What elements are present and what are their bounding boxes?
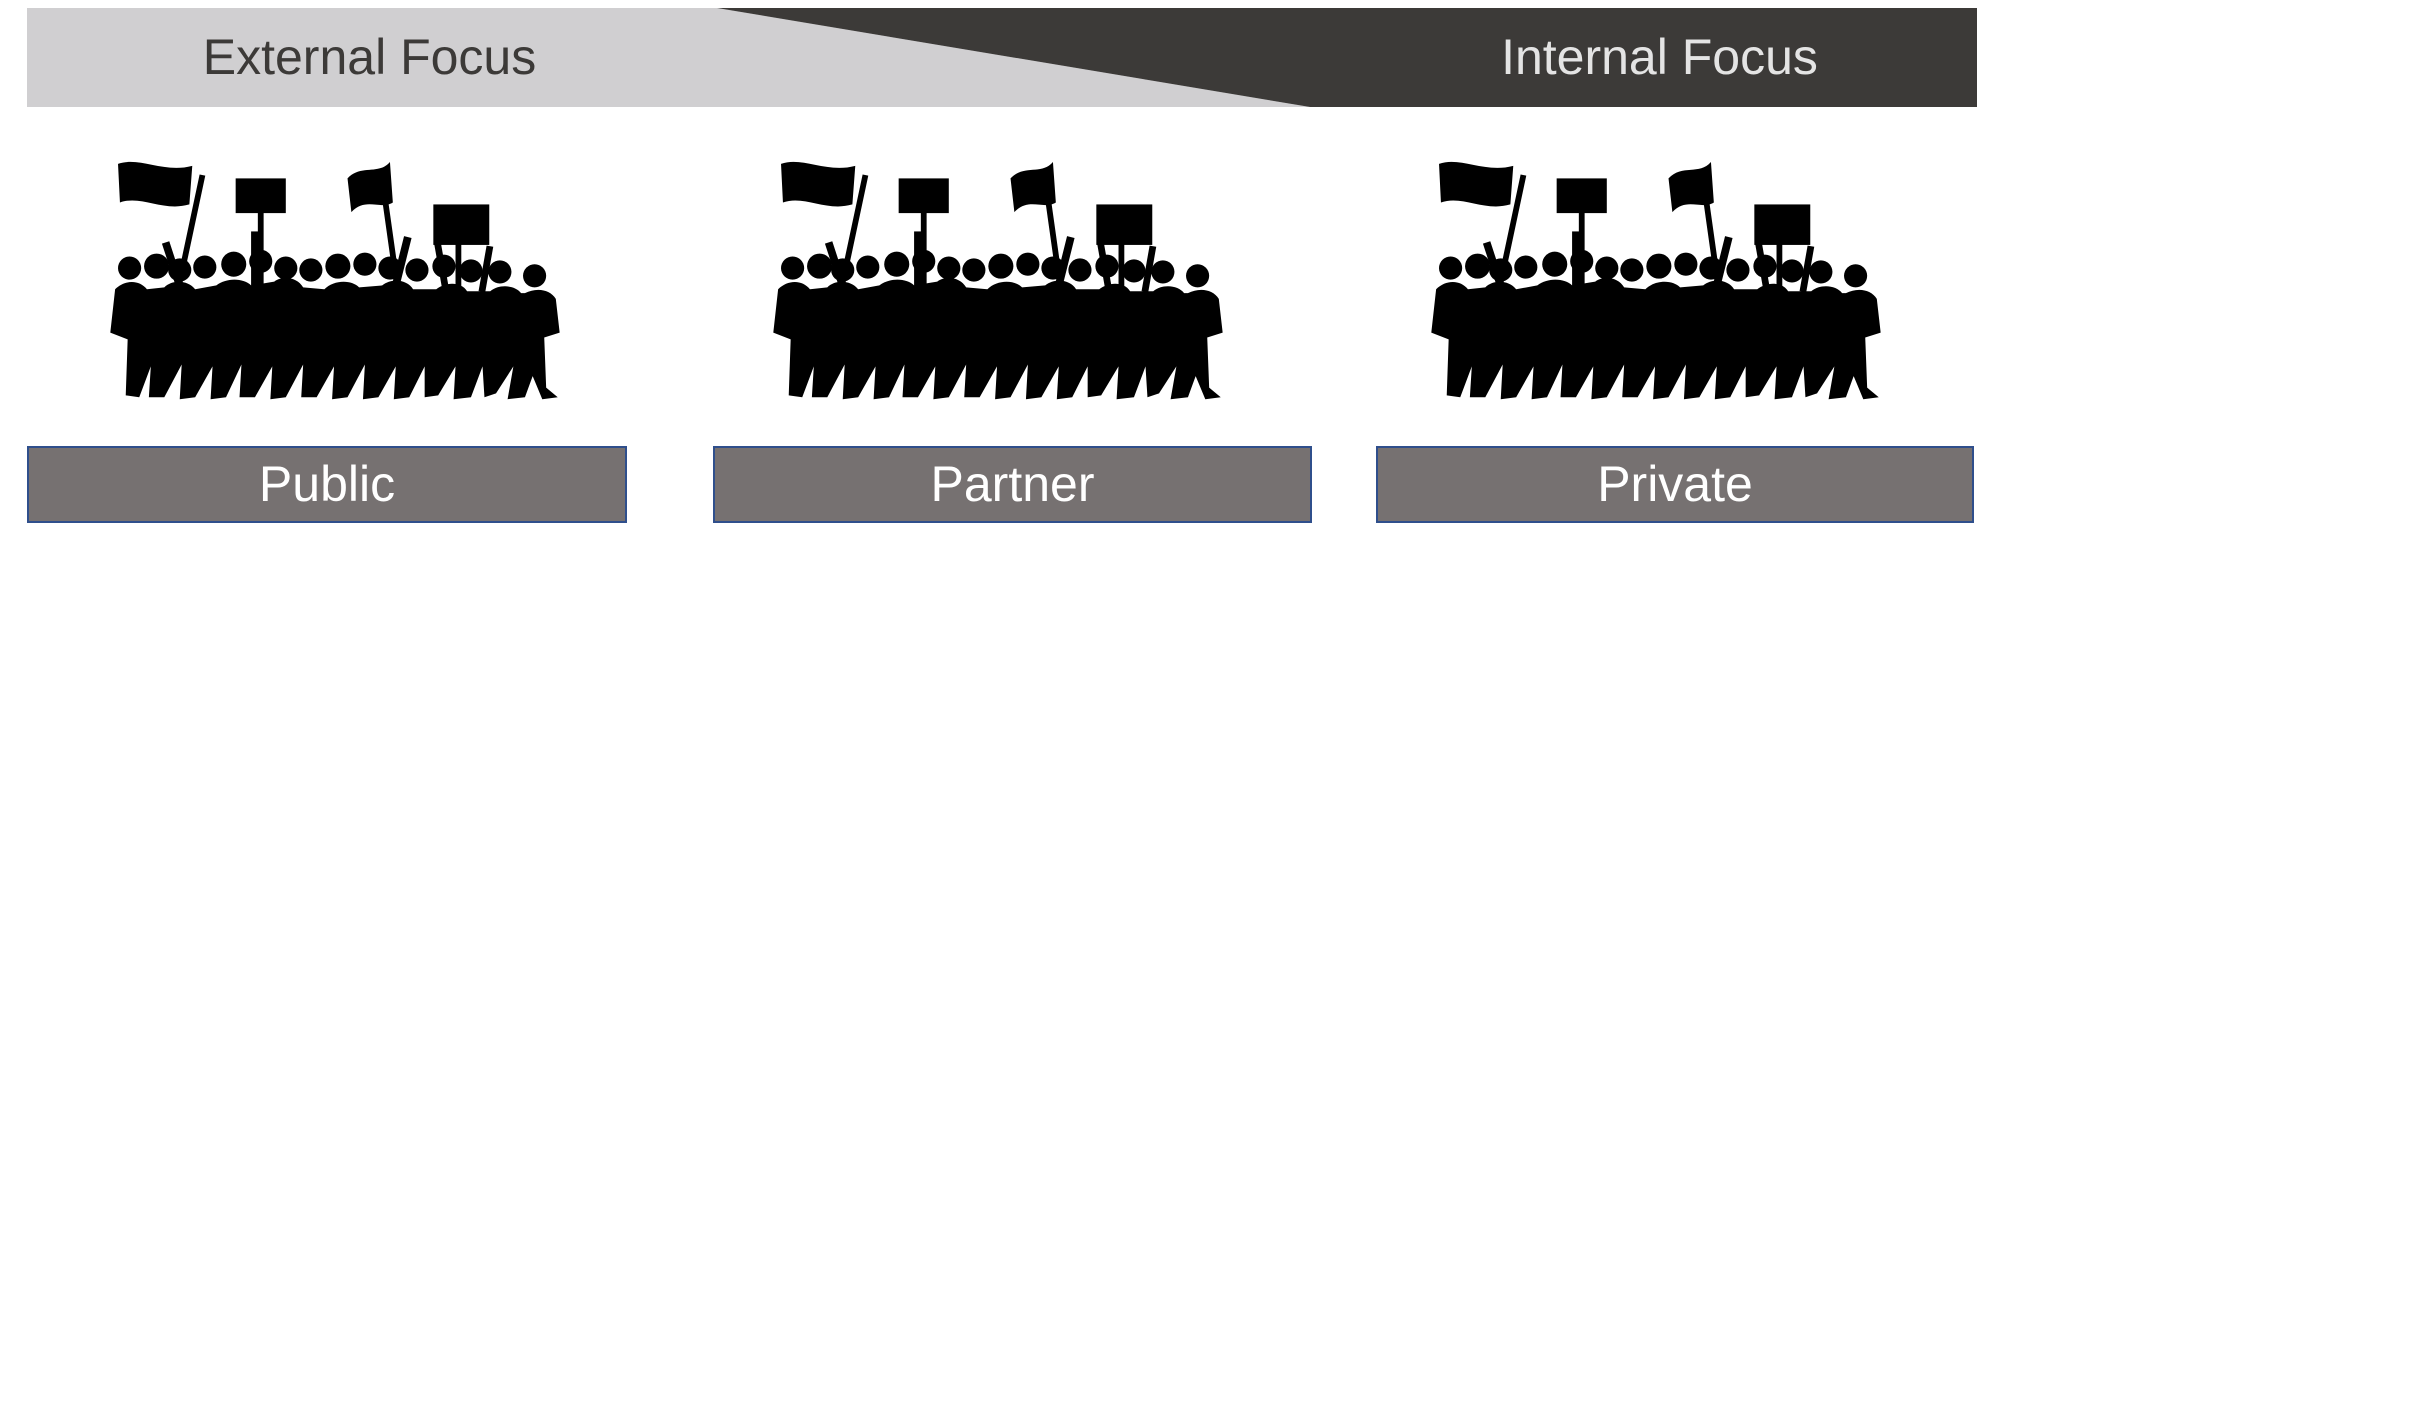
category-public: Public xyxy=(27,446,627,523)
focus-gradient-banner xyxy=(27,8,1977,107)
crowd-silhouette-icon xyxy=(1431,161,1881,400)
internal-focus-band xyxy=(717,8,1977,107)
crowd-illustration-public xyxy=(62,135,607,405)
focus-spectrum-header: External Focus Internal Focus xyxy=(27,8,1977,107)
category-private: Private xyxy=(1376,446,1974,523)
crowd-illustration-partner xyxy=(725,135,1270,405)
external-focus-band xyxy=(27,8,1310,107)
crowd-silhouette-icon xyxy=(773,161,1223,400)
crowd-silhouette-icon xyxy=(110,161,560,400)
category-partner: Partner xyxy=(713,446,1312,523)
external-focus-label: External Focus xyxy=(202,29,537,85)
internal-focus-label: Internal Focus xyxy=(1501,29,1818,85)
crowd-illustration-private xyxy=(1383,135,1928,405)
